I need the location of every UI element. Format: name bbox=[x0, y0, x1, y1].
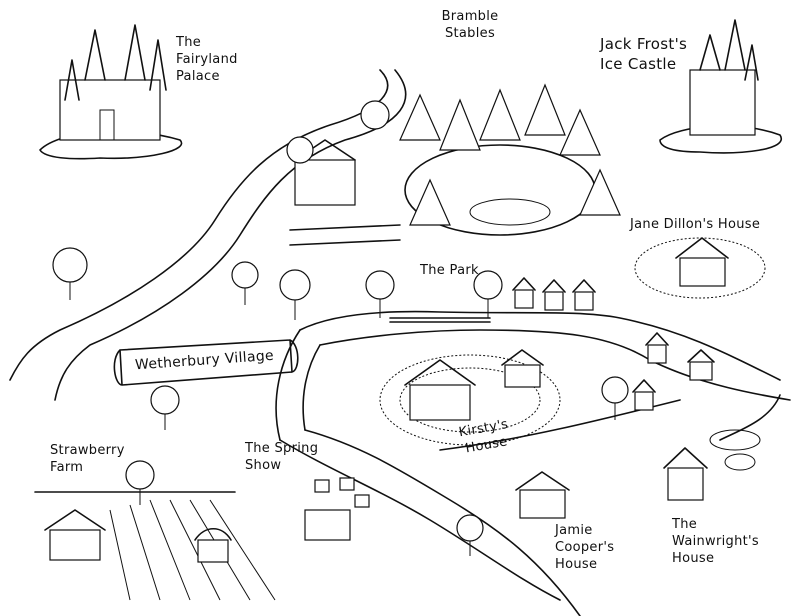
park-fence bbox=[389, 317, 491, 323]
village-houses bbox=[512, 277, 715, 519]
label-fairyland-palace[interactable]: The Fairyland Palace bbox=[176, 35, 238, 84]
village-roads bbox=[275, 310, 791, 616]
label-park[interactable]: The Park bbox=[420, 263, 479, 278]
label-strawberry-farm[interactable]: Strawberry Farm bbox=[50, 443, 125, 475]
kirsty-drawing bbox=[379, 349, 561, 446]
stables-drawing bbox=[286, 100, 596, 246]
spring-show-drawing bbox=[304, 477, 370, 541]
wainwright-garden bbox=[709, 429, 761, 471]
label-spring-show[interactable]: The Spring Show bbox=[245, 441, 319, 473]
pine-trees bbox=[399, 83, 621, 226]
fairyland-palace-drawing bbox=[39, 24, 183, 160]
label-wainwright[interactable]: The Wainwright's House bbox=[672, 517, 759, 566]
jane-dillon-drawing bbox=[634, 237, 766, 299]
wetherbury-banner bbox=[113, 339, 299, 386]
strawberry-farm-drawing bbox=[34, 491, 276, 601]
ice-castle-drawing bbox=[659, 19, 783, 154]
label-bramble-stables[interactable]: Bramble Stables bbox=[441, 9, 499, 41]
label-ice-castle[interactable]: Jack Frost's Ice Castle bbox=[600, 35, 688, 73]
label-jamie-cooper[interactable]: Jamie Cooper's House bbox=[555, 523, 615, 572]
round-trees bbox=[52, 247, 629, 556]
label-jane-dillon[interactable]: Jane Dillon's House bbox=[630, 217, 761, 232]
